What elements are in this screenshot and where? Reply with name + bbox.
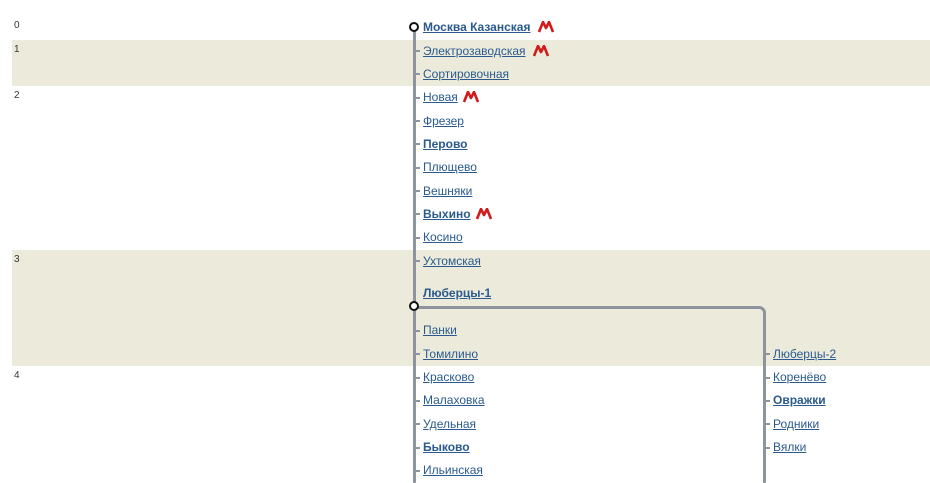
branch-line-corner bbox=[756, 306, 766, 316]
station-link-elektrozavodskaya[interactable]: Электрозаводская bbox=[423, 44, 526, 58]
station-link-udelnaya[interactable]: Удельная bbox=[423, 417, 477, 431]
station-tick bbox=[416, 377, 420, 379]
station-link-ilinskaya[interactable]: Ильинская bbox=[423, 463, 483, 477]
station-link-kosino[interactable]: Косино bbox=[423, 230, 463, 244]
station-link-moskva-kazanskaya[interactable]: Москва Казанская bbox=[423, 20, 531, 34]
station-link-korenyovo[interactable]: Коренёво bbox=[773, 370, 827, 384]
station-link-veshnyaki[interactable]: Вешняки bbox=[423, 184, 473, 198]
station-tick bbox=[416, 143, 420, 145]
branch-line-horizontal bbox=[414, 306, 757, 309]
metro-logo-icon bbox=[538, 21, 554, 33]
station-link-panki[interactable]: Панки bbox=[423, 323, 457, 337]
zone-number-4: 4 bbox=[14, 370, 20, 381]
main-line bbox=[413, 28, 416, 483]
station-tick bbox=[766, 447, 770, 449]
station-tick bbox=[416, 50, 420, 52]
station-tick bbox=[416, 73, 420, 75]
branch-line bbox=[763, 314, 766, 483]
metro-logo-icon bbox=[463, 91, 479, 103]
metro-logo-icon bbox=[476, 208, 492, 220]
station-tick bbox=[416, 237, 420, 239]
station-link-rodniki[interactable]: Родники bbox=[773, 417, 820, 431]
station-link-perovo[interactable]: Перово bbox=[423, 137, 468, 151]
station-tick bbox=[416, 167, 420, 169]
station-tick bbox=[416, 190, 420, 192]
station-tick bbox=[766, 423, 770, 425]
station-tick bbox=[766, 400, 770, 402]
station-link-lyubertsy-1[interactable]: Люберцы-1 bbox=[423, 286, 492, 300]
station-link-tomilino[interactable]: Томилино bbox=[423, 347, 479, 361]
station-tick bbox=[416, 353, 420, 355]
station-link-malakhovka[interactable]: Малаховка bbox=[423, 393, 485, 407]
station-tick bbox=[416, 447, 420, 449]
zone-number-1: 1 bbox=[14, 44, 20, 55]
junction-node bbox=[409, 301, 419, 311]
zone-number-2: 2 bbox=[14, 90, 20, 101]
station-link-plyushchevo[interactable]: Плющево bbox=[423, 160, 477, 174]
zone-number-3: 3 bbox=[14, 254, 20, 265]
station-link-bykovo[interactable]: Быково bbox=[423, 440, 470, 454]
station-tick bbox=[416, 213, 420, 215]
zone-band-1 bbox=[12, 40, 930, 86]
station-tick bbox=[416, 120, 420, 122]
terminal-node bbox=[409, 22, 419, 32]
station-link-ukhtomskaya[interactable]: Ухтомская bbox=[423, 254, 481, 268]
station-link-frezer[interactable]: Фрезер bbox=[423, 114, 464, 128]
station-link-vykhino[interactable]: Выхино bbox=[423, 207, 471, 221]
station-tick bbox=[416, 400, 420, 402]
station-tick bbox=[416, 423, 420, 425]
station-link-lyubertsy-2[interactable]: Люберцы-2 bbox=[773, 347, 837, 361]
station-tick bbox=[416, 470, 420, 472]
station-link-sortirovochnaya[interactable]: Сортировочная bbox=[423, 67, 509, 81]
station-link-vyalki[interactable]: Вялки bbox=[773, 440, 807, 454]
metro-logo-icon bbox=[533, 45, 549, 57]
station-tick bbox=[416, 260, 420, 262]
station-tick bbox=[416, 330, 420, 332]
station-tick bbox=[416, 97, 420, 99]
station-link-ovrazhki[interactable]: Овражки bbox=[773, 393, 826, 407]
station-tick bbox=[766, 353, 770, 355]
station-link-kraskovo[interactable]: Красково bbox=[423, 370, 475, 384]
zone-number-0: 0 bbox=[14, 20, 20, 31]
station-link-novaya[interactable]: Новая bbox=[423, 90, 458, 104]
station-tick bbox=[766, 377, 770, 379]
